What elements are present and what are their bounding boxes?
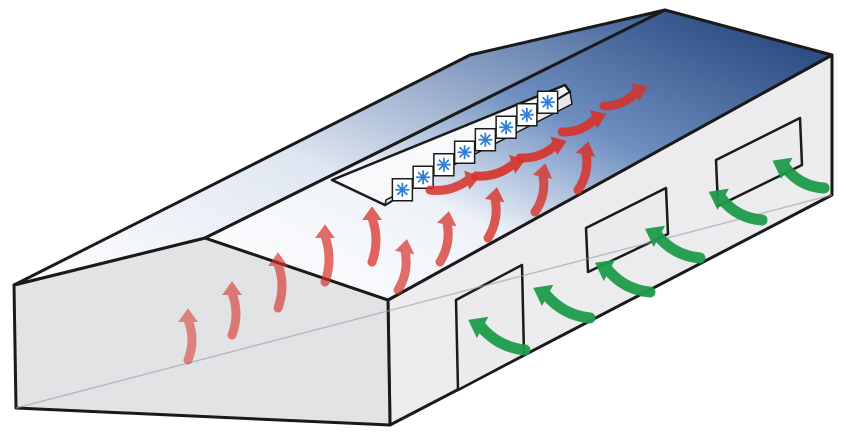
warm-air-arrow	[315, 224, 335, 287]
warm-air-arrow	[515, 136, 567, 163]
warm-air-arrows	[178, 83, 648, 365]
vent-fan-row	[391, 90, 559, 202]
airflow-guide-line	[15, 194, 833, 409]
fresh-air-arrow	[594, 259, 656, 298]
warm-air-arrow	[393, 239, 415, 295]
warm-air-arrow	[435, 211, 457, 267]
warm-air-arrow	[557, 110, 607, 137]
fan-icon	[495, 115, 517, 139]
warm-air-arrow	[268, 252, 288, 313]
fresh-air-arrows	[468, 157, 830, 356]
fresh-air-arrow	[772, 157, 830, 194]
fan-icon	[391, 178, 414, 202]
fresh-air-arrow	[644, 225, 706, 264]
side-inlet-window-2	[584, 186, 670, 274]
fan-icon	[412, 165, 434, 189]
fan-icon	[433, 153, 455, 177]
warm-air-arrow	[362, 206, 382, 267]
fresh-air-arrow	[533, 284, 596, 324]
warm-air-arrow	[530, 163, 553, 217]
warm-air-arrow	[178, 308, 198, 365]
fan-icon	[536, 90, 559, 114]
warm-air-arrow	[573, 141, 596, 195]
warm-air-arrow	[222, 281, 242, 340]
warm-air-arrow	[483, 187, 505, 243]
fresh-air-arrow	[468, 316, 531, 356]
fan-icon	[453, 140, 476, 164]
fresh-air-arrow	[708, 188, 768, 226]
fan-icon	[474, 128, 497, 152]
fan-icon	[516, 103, 538, 127]
warm-air-arrow	[599, 83, 648, 111]
